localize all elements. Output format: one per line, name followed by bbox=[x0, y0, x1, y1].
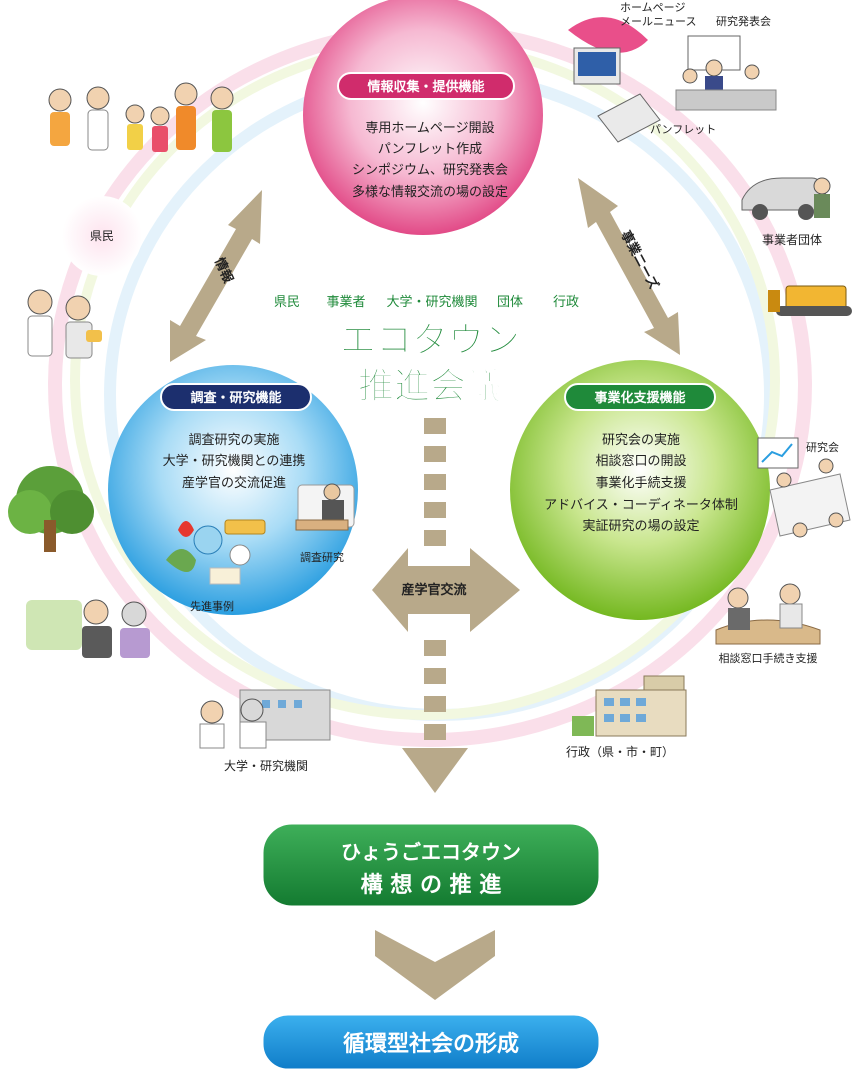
couple-illustration bbox=[27, 289, 102, 359]
member-group: 団体 bbox=[497, 295, 523, 310]
government-label: 行政（県・市・町） bbox=[566, 744, 674, 759]
support-item-5: 実証研究の場の設定 bbox=[582, 518, 699, 534]
homepage-illustration bbox=[568, 17, 648, 85]
arrow-exchange-bottom bbox=[372, 548, 520, 632]
member-business: 事業者 bbox=[326, 294, 365, 310]
promotion-box bbox=[260, 821, 602, 909]
research-title: 調査・研究機能 bbox=[190, 390, 281, 406]
support-item-1: 研究会の実施 bbox=[602, 432, 680, 448]
study-group-label: 研究会 bbox=[806, 440, 839, 454]
info-title: 情報収集・提供機能 bbox=[367, 79, 484, 95]
research-circle bbox=[108, 365, 358, 615]
people-group-illustration bbox=[48, 82, 234, 152]
arrow-bottom-label: 産学官交流 bbox=[401, 582, 466, 598]
study-group-illustration bbox=[757, 437, 851, 538]
promotion-line2: 構 想 の 推 進 bbox=[361, 872, 502, 898]
research-cases-caption: 先進事例 bbox=[190, 599, 234, 613]
mailnews-label: メールニュース bbox=[620, 15, 696, 28]
info-title-pill bbox=[337, 72, 515, 100]
info-item-3: シンポジウム、研究発表会 bbox=[352, 163, 508, 178]
info-circle bbox=[303, 0, 543, 235]
society-box bbox=[260, 1012, 602, 1072]
research-title-pill bbox=[160, 383, 312, 411]
society-text: 循環型社会の形成 bbox=[343, 1031, 519, 1057]
center-title-line2: 推進会議 bbox=[358, 366, 502, 407]
support-item-3: 事業化手続支援 bbox=[595, 475, 686, 491]
center-title-line1: エコタウン bbox=[340, 320, 520, 361]
research-item-1: 調査研究の実施 bbox=[188, 432, 279, 448]
pamphlet-label: パンフレット bbox=[650, 123, 716, 136]
conference-label: 研究発表会 bbox=[716, 14, 771, 28]
homepage-label: ホームページ bbox=[620, 1, 685, 14]
arrow-info-left bbox=[170, 190, 262, 362]
dashed-flow-line bbox=[402, 418, 468, 793]
consultation-label: 相談窓口手続き支援 bbox=[719, 651, 818, 665]
kenmin-label: 県民 bbox=[90, 229, 114, 243]
promotion-line1: ひょうごエコタウン bbox=[341, 840, 521, 864]
member-kenmin: 県民 bbox=[274, 295, 300, 310]
support-title-pill bbox=[564, 383, 716, 411]
arrow-needs-right bbox=[578, 178, 680, 355]
info-item-2: パンフレット作成 bbox=[378, 142, 482, 157]
research-survey-illustration bbox=[295, 483, 355, 531]
member-university: 大学・研究機関 bbox=[386, 294, 477, 310]
university-illustration bbox=[199, 689, 331, 749]
member-government: 行政 bbox=[553, 295, 579, 310]
government-building-illustration bbox=[572, 675, 687, 737]
kenmin-bubble bbox=[62, 196, 142, 276]
research-item-2: 大学・研究機関との連携 bbox=[163, 453, 306, 469]
business-group-illustration bbox=[741, 177, 831, 220]
elderly-couple-illustration bbox=[26, 599, 150, 658]
business-group-label: 事業者団体 bbox=[762, 233, 822, 247]
bulldozer-illustration bbox=[768, 285, 852, 316]
info-item-1: 専用ホームページ開設 bbox=[365, 120, 494, 136]
research-cases-illustration bbox=[166, 519, 266, 585]
info-item-4: 多様な情報交流の場の設定 bbox=[352, 184, 508, 200]
research-item-3: 産学官の交流促進 bbox=[182, 475, 286, 491]
arrow-to-society bbox=[375, 930, 495, 1000]
pamphlet-illustration bbox=[597, 93, 661, 143]
support-title: 事業化支援機能 bbox=[594, 390, 685, 406]
consultation-illustration bbox=[715, 583, 821, 645]
research-survey-caption: 調査研究 bbox=[300, 550, 344, 564]
support-item-4: アドバイス・コーディネータ体制 bbox=[544, 497, 738, 513]
tree-illustration bbox=[8, 466, 94, 552]
conference-illustration bbox=[675, 35, 777, 111]
university-label: 大学・研究機関 bbox=[224, 758, 308, 773]
support-circle bbox=[510, 360, 770, 620]
support-item-2: 相談窓口の開設 bbox=[595, 453, 686, 469]
